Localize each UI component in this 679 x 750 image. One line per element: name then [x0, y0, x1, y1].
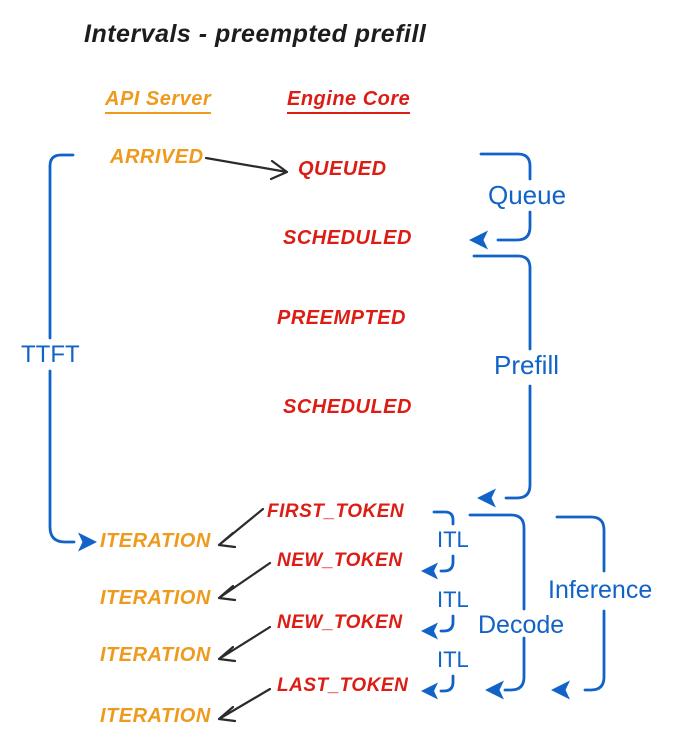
interval-prefill-label: Prefill	[494, 350, 560, 380]
api-server-header: API Server	[105, 88, 212, 114]
queue-bracket	[469, 152, 532, 250]
event-preempted: PREEMPTED	[277, 307, 406, 329]
event-iteration-2: ITERATION	[100, 587, 211, 609]
interval-itl-label-2: ITL	[437, 587, 469, 612]
interval-itl-label-3: ITL	[437, 647, 469, 672]
ttft-bracket	[48, 153, 97, 552]
itl-brackets	[421, 510, 455, 700]
decode-bracket	[468, 513, 526, 700]
event-iteration-1: ITERATION	[100, 530, 211, 552]
arrow-new-token2-to-iteration	[217, 625, 272, 663]
event-arrived: ARRIVED	[110, 146, 204, 168]
event-first-token: FIRST_TOKEN	[267, 501, 405, 522]
event-new-token-2: NEW_TOKEN	[277, 612, 403, 633]
interval-ttft-label: TTFT	[21, 341, 80, 368]
interval-inference-label: Inference	[548, 576, 653, 604]
inference-bracket	[551, 515, 606, 700]
event-iteration-3: ITERATION	[100, 644, 211, 666]
event-new-token-1: NEW_TOKEN	[277, 550, 403, 571]
event-scheduled-2: SCHEDULED	[283, 396, 412, 418]
interval-queue-label: Queue	[488, 180, 567, 210]
diagram-title: Intervals - preempted prefill	[84, 20, 427, 48]
arrow-last-token-to-iteration	[217, 687, 272, 723]
prefill-bracket	[472, 254, 532, 508]
interval-decode-label: Decode	[478, 611, 565, 639]
event-queued: QUEUED	[298, 158, 387, 180]
event-last-token: LAST_TOKEN	[277, 675, 409, 696]
engine-core-header: Engine Core	[287, 88, 411, 114]
interval-itl-label-1: ITL	[437, 527, 469, 552]
arrow-first-token-to-iteration	[217, 507, 265, 549]
arrow-new-token1-to-iteration	[217, 561, 272, 602]
event-scheduled-1: SCHEDULED	[283, 227, 412, 249]
event-iteration-4: ITERATION	[100, 705, 211, 727]
arrow-arrived-to-queued	[204, 156, 289, 181]
